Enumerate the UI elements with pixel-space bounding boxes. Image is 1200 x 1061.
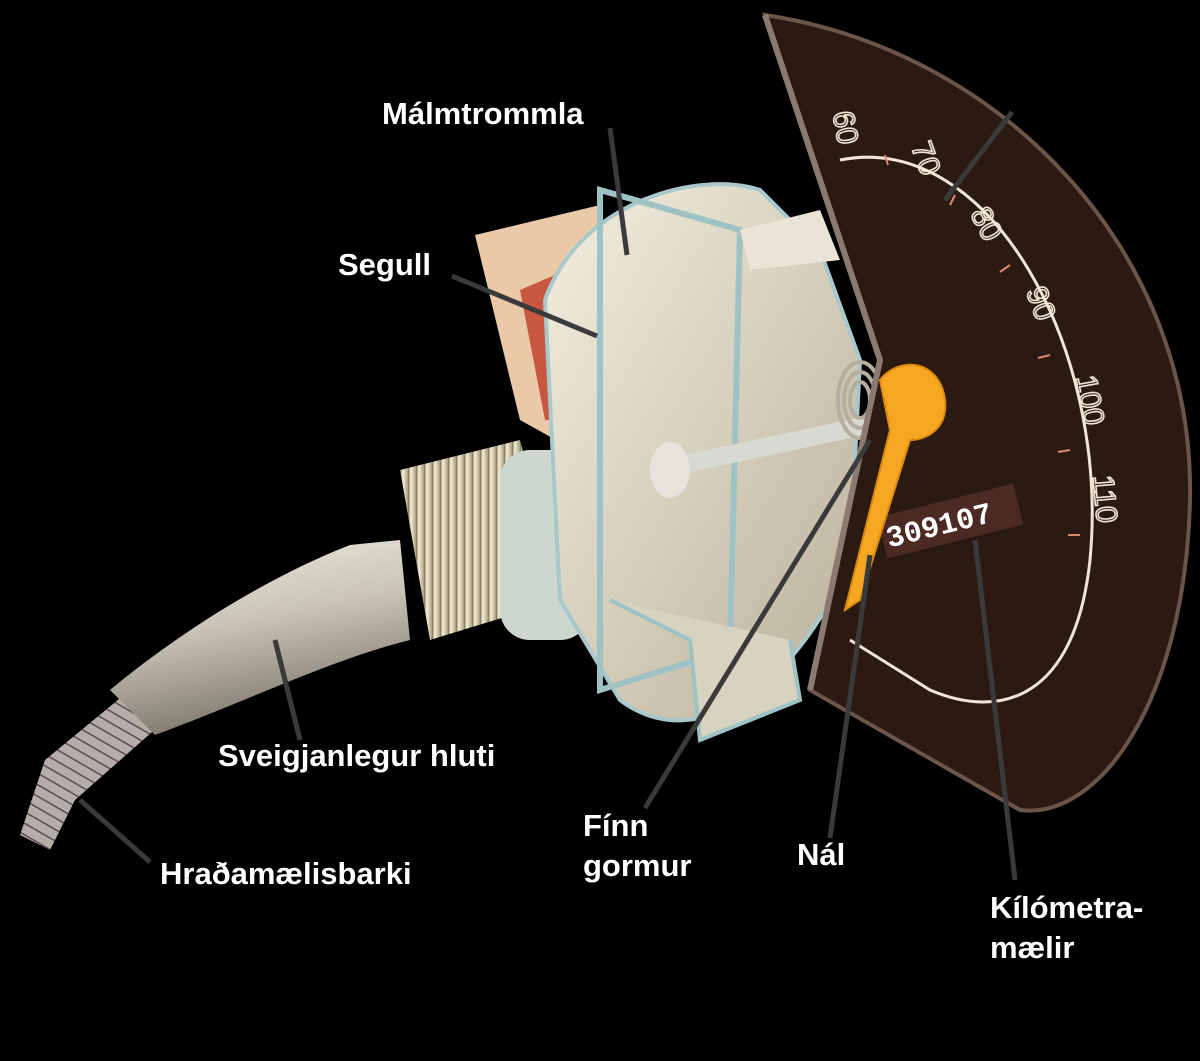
label-magnet: Segull [338,247,432,282]
label-needle: Nál [797,837,846,872]
cable-coil [20,690,160,850]
label-odometer-line2: mælir [990,930,1075,965]
dial-face [762,12,1193,813]
label-drum: Málmtrommla [382,96,584,131]
label-odometer: Kílómetra- mælir [990,888,1143,968]
spindle-end [650,442,690,498]
dial-number-110: 110 [1086,474,1123,525]
needle [843,363,947,613]
label-cable: Hraðamælisbarki [160,856,412,891]
dial-edge [762,14,884,691]
top-bracket [740,210,840,270]
label-hairspring-line2: gormur [583,848,692,883]
leader-lines [78,110,1018,881]
label-flexible-part: Sveigjanlegur hluti [218,738,496,773]
dial-ticks [884,154,1080,536]
label-hairspring-line1: Fínn [583,808,649,843]
flexible-tube [110,540,410,735]
dial-number-60: 60 [826,108,864,147]
label-odometer-line1: Kílómetra- [990,890,1144,925]
spindle [660,414,879,478]
label-hairspring: Fínn gormur [583,806,692,886]
